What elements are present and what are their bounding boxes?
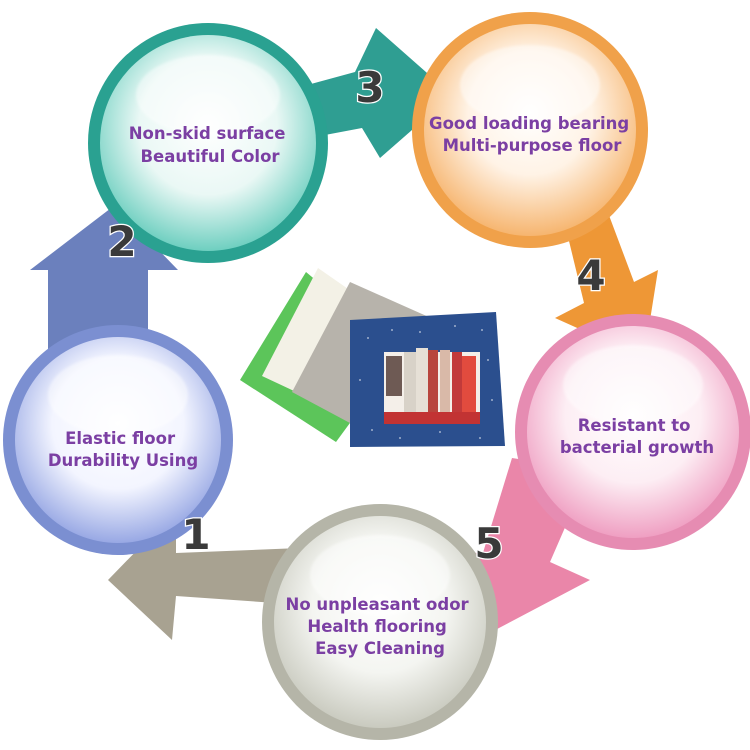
svg-text:Non-skid surface Beautif: Non-skid surface Beautiful Color [129,124,291,166]
circle-elastic: Elastic floor Durability Using [3,325,233,555]
step-number-3: 3 [355,63,384,112]
circle-bacterial-line-1: Resistant to [578,416,691,435]
arrow-2 [30,205,178,368]
circle-loading-line-2: Multi-purpose floor [443,136,623,155]
catalog-brochure [384,348,480,424]
circle-elastic-line-1: Elastic floor [65,429,176,448]
circle-elastic-line-2: Durability Using [48,451,198,470]
circle-odor: No unpleasant odor Health flooring Easy … [262,504,498,740]
step-number-1: 1 [181,510,210,559]
circle-odor-line-1: No unpleasant odor [286,595,470,614]
circle-nonskid-line-1: Non-skid surface [129,124,286,143]
svg-text:Good loading bearing Mul: Good loading bearing Multi-purpose floor [429,114,635,155]
circle-bacterial: Resistant to bacterial growth [515,314,750,550]
circle-bacterial-line-2: bacterial growth [560,438,714,457]
circle-nonskid: Non-skid surface Beautiful Color [88,23,328,263]
circle-loading-line-1: Good loading bearing [429,114,629,133]
circle-nonskid-line-2: Beautiful Color [140,147,280,166]
svg-text:Elastic floor Durability: Elastic floor Durability Using [48,429,198,470]
step-number-4: 4 [576,251,605,300]
step-number-5: 5 [474,519,503,568]
svg-text:No unpleasant odor Healt: No unpleasant odor Health flooring Easy … [286,595,475,658]
circle-odor-line-2: Health flooring [307,617,446,636]
step-number-2: 2 [107,217,136,266]
speckle-dots [359,325,493,439]
circle-odor-line-3: Easy Cleaning [315,639,445,658]
floor-tiles-product-image [240,268,505,447]
svg-text:Resistant to bacterial g: Resistant to bacterial growth [560,416,714,457]
circle-loading: Good loading bearing Multi-purpose floor [412,12,648,248]
